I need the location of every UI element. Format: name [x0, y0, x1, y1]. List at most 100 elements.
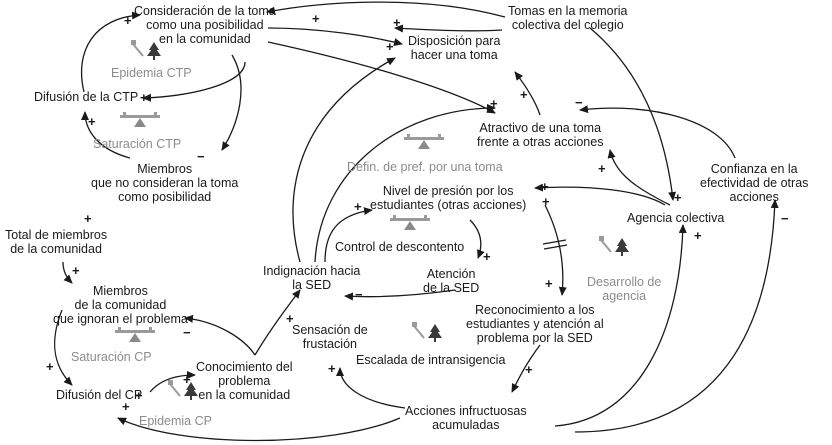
link-difusion-cp-to-conocimiento	[149, 371, 196, 393]
polarity-minus: −	[575, 95, 583, 110]
node-line: Miembros	[137, 162, 193, 176]
link-miembros-ignoran-to-difusion-cp	[53, 309, 73, 386]
link-acciones-to-agencia	[554, 224, 687, 427]
node-line: Indignación hacia	[263, 264, 361, 278]
node-line: la SED	[292, 278, 332, 292]
node-difusion-ctp: Difusión de la CTP	[34, 90, 138, 104]
link-consideracion-to-difusion-ctp	[142, 61, 246, 102]
node-line: Confianza en la	[710, 162, 798, 176]
node-line: de la comunidad	[10, 242, 102, 256]
link-total-to-miembros-ignoran	[62, 261, 73, 284]
polarity-plus: +	[483, 249, 491, 264]
node-line: Conocimiento del	[196, 360, 293, 374]
node-line: Epidemia CTP	[111, 66, 192, 80]
link-consideracion-to-miembros	[221, 54, 242, 151]
node-miembros-ignoran: Miembros de la comunidad que ignoran el …	[53, 284, 188, 326]
node-line: Total de miembros	[5, 228, 108, 242]
link-conocimiento-to-miembros-ignoran	[184, 314, 256, 356]
node-line: Defin. de pref. por una toma	[347, 160, 503, 174]
tree-shovel-icon	[412, 322, 442, 342]
node-line: acumuladas	[432, 418, 500, 432]
polarity-minus: −	[197, 149, 205, 164]
polarity-plus: +	[72, 263, 80, 278]
node-line: Desarrollo de	[587, 275, 662, 289]
link-nivel-to-atencion	[469, 219, 485, 259]
link-acciones-to-confianza	[574, 199, 779, 433]
polarity-plus: +	[520, 87, 528, 102]
node-line: como una posibilidad	[146, 18, 264, 32]
polarity-plus: +	[183, 372, 191, 387]
link-consideracion-to-disposicion	[267, 27, 403, 46]
node-total-miembros: Total de miembros de la comunidad	[5, 228, 107, 256]
tree-shovel-icon	[131, 40, 161, 60]
node-epidemia-cp: Epidemia CP	[139, 414, 212, 428]
node-line: Atención	[426, 267, 476, 281]
node-line: Tomas en la memoria	[508, 4, 628, 18]
polarity-plus: +	[84, 211, 92, 226]
node-line: Acciones infructuosas	[405, 404, 527, 418]
link-memoria-to-disposicion	[394, 24, 503, 33]
node-line: Saturación CTP	[93, 137, 182, 151]
polarity-plus: +	[674, 190, 682, 205]
node-line: efectividad de otras	[700, 176, 809, 190]
link-confianza-to-atractivo	[579, 105, 736, 159]
node-line: colectiva del colegio	[511, 18, 624, 32]
polarity-minus: −	[355, 287, 363, 302]
seesaw-icon	[120, 112, 160, 127]
polarity-plus: +	[122, 399, 130, 414]
polarity-plus: +	[545, 276, 553, 291]
node-confianza: Confianza en la efectividad de otras acc…	[700, 162, 808, 204]
node-indignacion: Indignación hacia la SED	[263, 264, 360, 292]
node-reconocimiento: Reconocimiento a los estudiantes y atenc…	[466, 303, 604, 345]
polarity-plus: +	[541, 179, 549, 194]
node-line: Atractivo de una toma	[479, 121, 602, 135]
link-indignacion-to-disposicion	[292, 57, 396, 263]
node-nivel-presion: Nivel de presión por los estudiantes (ot…	[370, 184, 526, 212]
polarity-plus: +	[694, 228, 702, 243]
node-conocimiento: Conocimiento del problema en la comunida…	[196, 360, 293, 402]
polarity-plus: +	[386, 39, 394, 54]
node-line: Reconocimiento a los	[475, 303, 595, 317]
node-escalada: Escalada de intransigencia	[356, 353, 505, 367]
node-line: que ignoran el problema	[53, 312, 188, 326]
delay-mark-2	[543, 244, 568, 250]
polarity-plus: +	[328, 361, 336, 376]
link-atencion-to-indignacion	[344, 289, 456, 301]
node-line: frente a otras acciones	[477, 135, 604, 149]
polarity-plus: +	[135, 388, 143, 403]
link-indignacion-to-atractivo	[314, 104, 496, 263]
node-line: acciones	[729, 190, 779, 204]
link-consideracion-to-atractivo	[267, 41, 496, 114]
node-line: Sensación de	[292, 323, 368, 337]
node-line: Saturación CP	[71, 350, 152, 364]
link-agencia-to-nivel	[534, 183, 666, 206]
node-miembros-no-consideran: Miembros que no consideran la toma como …	[91, 162, 238, 204]
node-saturacion-cp: Saturación CP	[71, 350, 152, 364]
node-line: Miembros	[92, 284, 148, 298]
node-line: Epidemia CP	[139, 414, 212, 428]
polarity-plus: +	[525, 362, 533, 377]
seesaw-icon	[390, 215, 430, 230]
node-line: hacer una toma	[410, 48, 498, 62]
node-defin-pref: Defin. de pref. por una toma	[347, 160, 503, 174]
node-control-descontento: Control de descontento	[335, 240, 464, 254]
node-line: Difusión del CP	[56, 388, 143, 402]
polarity-plus: +	[286, 311, 294, 326]
node-line: Consideración de la toma	[134, 4, 276, 18]
node-line: Agencia colectiva	[627, 211, 725, 225]
node-atractivo: Atractivo de una toma frente a otras acc…	[477, 121, 603, 149]
link-memoria-to-consideracion	[266, 1, 506, 18]
node-line: frustación	[302, 337, 357, 351]
node-saturacion-ctp: Saturación CTP	[93, 137, 181, 151]
delay-mark-1	[542, 239, 567, 245]
link-memoria-to-agencia	[589, 27, 677, 201]
polarity-plus: +	[393, 15, 401, 30]
node-difusion-cp: Difusión del CP	[56, 388, 142, 402]
node-line: Nivel de presión por los	[382, 184, 514, 198]
link-indignacion-to-nivel	[324, 207, 373, 263]
node-epidemia-ctp: Epidemia CTP	[111, 66, 192, 80]
link-difusion-ctp-to-consideracion	[80, 11, 141, 93]
node-line: en la comunidad	[159, 32, 251, 46]
